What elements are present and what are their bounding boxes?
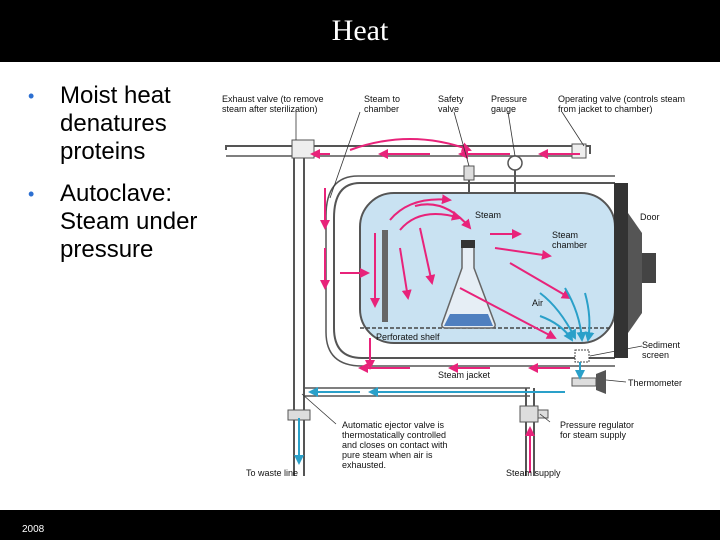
title-bar xyxy=(0,0,720,62)
thermometer-icon xyxy=(571,377,597,387)
label-door: Door xyxy=(640,212,660,222)
footer-year: 2008 xyxy=(22,524,45,535)
label-pressure-gauge: Pressure gauge xyxy=(491,94,530,114)
flask xyxy=(441,245,496,329)
pressure-regulator-icon xyxy=(519,405,539,423)
label-sediment-screen: Sediment screen xyxy=(642,340,683,360)
bullet-dot-icon: • xyxy=(28,86,35,106)
label-perforated-shelf: Perforated shelf xyxy=(376,332,440,342)
sediment-screen xyxy=(574,349,590,363)
label-steam: Steam xyxy=(475,210,501,220)
label-steam-chamber: Steam chamber xyxy=(552,230,587,250)
slide-title: Heat xyxy=(331,14,389,47)
bullet-dot-icon: • xyxy=(28,184,35,204)
footer-bar xyxy=(0,510,720,540)
bullet-item-autoclave: • Autoclave: Steam under pressure xyxy=(28,180,208,264)
label-steam-to-chamber: Steam to chamber xyxy=(364,94,403,114)
door xyxy=(614,183,628,358)
label-steam-jacket: Steam jacket xyxy=(438,370,491,380)
pressure-gauge-icon xyxy=(507,155,523,171)
label-exhaust-valve: Exhaust valve (to remove steam after ste… xyxy=(222,94,326,114)
label-waste-line: To waste line xyxy=(246,468,298,478)
bullet-text: Autoclave: Steam under pressure xyxy=(60,180,198,263)
safety-valve-icon xyxy=(463,165,475,181)
label-thermometer: Thermometer xyxy=(628,378,682,388)
label-safety-valve: Safety valve xyxy=(438,94,466,114)
bullet-text: Moist heat denatures proteins xyxy=(60,82,171,165)
autoclave-diagram: Exhaust valve (to remove steam after ste… xyxy=(210,88,710,488)
label-operating-valve: Operating valve (controls steam from jac… xyxy=(558,94,688,114)
label-air: Air xyxy=(532,298,543,308)
bullet-list: • Moist heat denatures proteins • Autocl… xyxy=(28,82,208,278)
steam-jacket xyxy=(333,182,615,359)
bullet-item-moist-heat: • Moist heat denatures proteins xyxy=(28,82,208,166)
label-pressure-regulator: Pressure regulator for steam supply xyxy=(560,420,637,440)
label-ejector-valve: Automatic ejector valve is thermostatica… xyxy=(342,420,450,470)
label-steam-supply: Steam supply xyxy=(506,468,561,478)
